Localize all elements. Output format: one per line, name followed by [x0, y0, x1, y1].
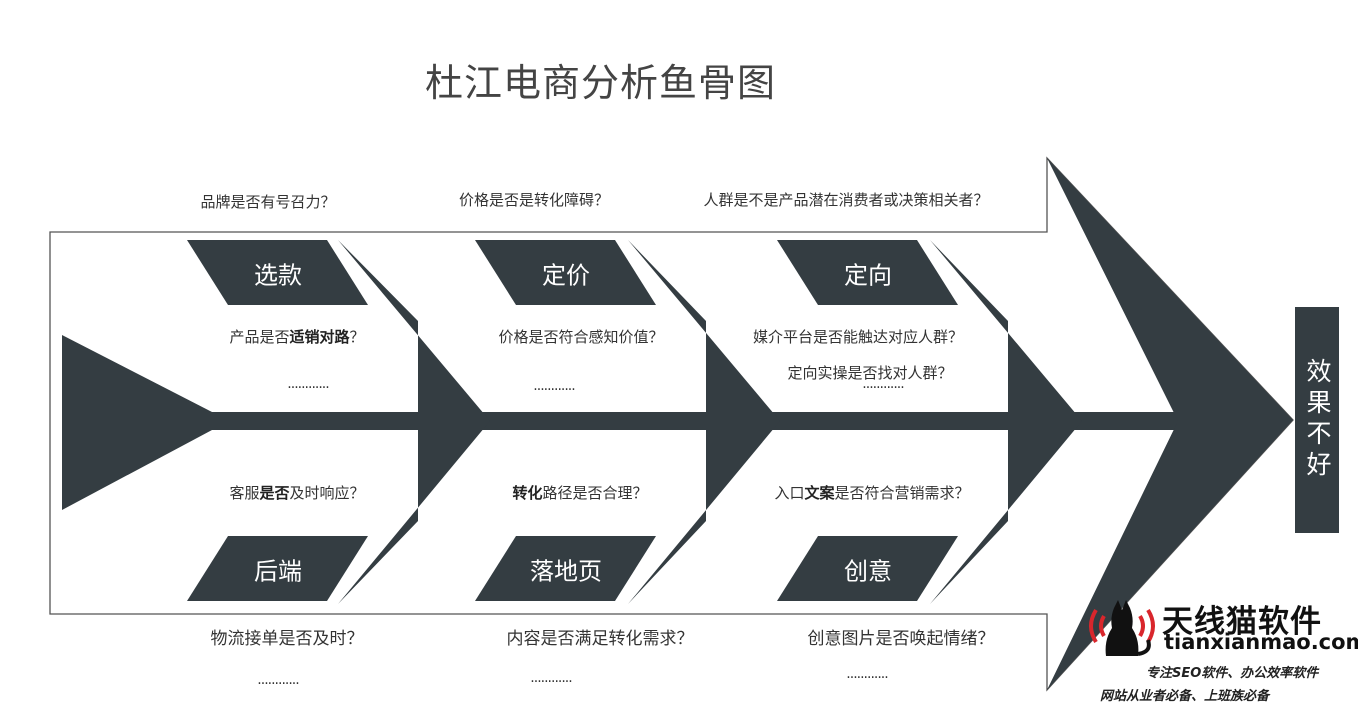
logo-slogan-2: 网站从业者必备、上班族必备	[1100, 689, 1270, 704]
logo-brand-name: 天线猫软件	[1162, 604, 1322, 640]
upper-question-2: 价格是否符合感知价值？	[498, 328, 664, 346]
ellipsis-bottom-1: ............	[257, 672, 299, 688]
bone-chevron-2	[628, 240, 780, 604]
fish-head	[1047, 158, 1293, 690]
ellipsis-upper-1: ............	[287, 376, 329, 392]
bone-chevron-1	[338, 240, 490, 604]
category-box-dingjia	[475, 240, 656, 305]
cat-antenna-icon	[1089, 600, 1155, 656]
top-question-1: 品牌是否有号召力？	[200, 193, 336, 211]
category-label-houduan: 后端	[254, 557, 302, 586]
category-box-chuangyi	[777, 536, 958, 601]
category-label-dingjia: 定价	[542, 261, 590, 290]
bottom-question-1: 物流接单是否及时？	[210, 629, 364, 649]
category-box-houduan	[187, 536, 368, 601]
category-box-dingxiang	[777, 240, 958, 305]
top-question-2: 价格是否是转化障碍？	[458, 191, 610, 209]
lower-question-2: 转化路径是否合理？	[512, 484, 648, 502]
category-box-luodiye	[475, 536, 656, 601]
fish-tail	[62, 335, 212, 510]
category-label-dingxiang: 定向	[844, 261, 892, 290]
lower-question-3: 入口文案是否符合营销需求？	[774, 484, 970, 502]
category-label-xuankuan: 选款	[254, 261, 302, 290]
ellipsis-bottom-3: ............	[846, 666, 888, 682]
upper-question-1: 产品是否适销对路？	[229, 328, 365, 346]
top-question-3: 人群是不是产品潜在消费者或决策相关者？	[703, 191, 989, 209]
bottom-question-2: 内容是否满足转化需求？	[506, 629, 694, 649]
upper-question-3b: 定向实操是否找对人群？	[787, 364, 953, 382]
ellipsis-upper-2: ............	[533, 378, 575, 394]
lower-question-1: 客服是否及时响应？	[229, 484, 365, 502]
category-label-luodiye: 落地页	[530, 557, 602, 586]
ellipsis-upper-3: ............	[862, 376, 904, 392]
logo-domain: tianxianmao.com	[1164, 630, 1358, 654]
tianxianmao-logo: 天线猫软件 tianxianmao.com 专注SEO软件、办公效率软件 网站从…	[1082, 596, 1358, 707]
bottom-question-3: 创意图片是否唤起情绪？	[807, 629, 995, 649]
category-box-xuankuan	[187, 240, 368, 305]
effect-box: 效果不好	[1295, 307, 1339, 533]
ellipsis-bottom-2: ............	[530, 670, 572, 686]
logo-slogan-1: 专注SEO软件、办公效率软件	[1146, 666, 1319, 681]
page-title: 杜江电商分析鱼骨图	[425, 61, 777, 105]
bone-chevron-3	[930, 240, 1082, 604]
category-label-chuangyi: 创意	[844, 557, 892, 586]
upper-question-3a: 媒介平台是否能触达对应人群？	[752, 328, 964, 346]
